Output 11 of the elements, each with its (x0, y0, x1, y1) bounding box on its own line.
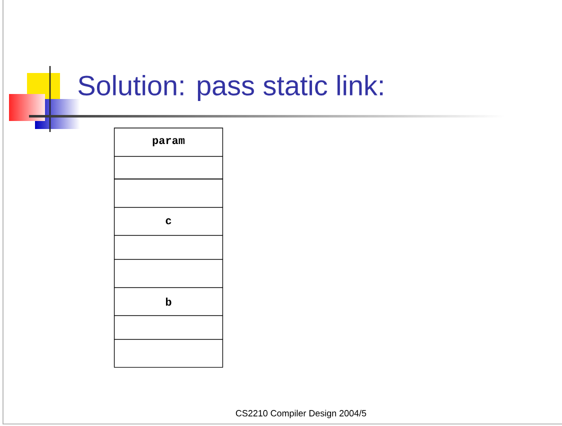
footer-text: CS2210 Compiler Design 2004/5 (236, 410, 366, 418)
stack-cell: param (114, 128, 224, 157)
stack-cell: b (114, 287, 224, 316)
stack-cell (114, 234, 224, 260)
slide-title: Solution: pass static link: (78, 75, 383, 101)
stack-cell (114, 315, 224, 340)
stack-cell (114, 156, 224, 180)
stack-cell (114, 258, 224, 288)
stack-cell (114, 178, 224, 208)
stack-cell: c (114, 206, 224, 236)
stack-cell (114, 338, 224, 368)
